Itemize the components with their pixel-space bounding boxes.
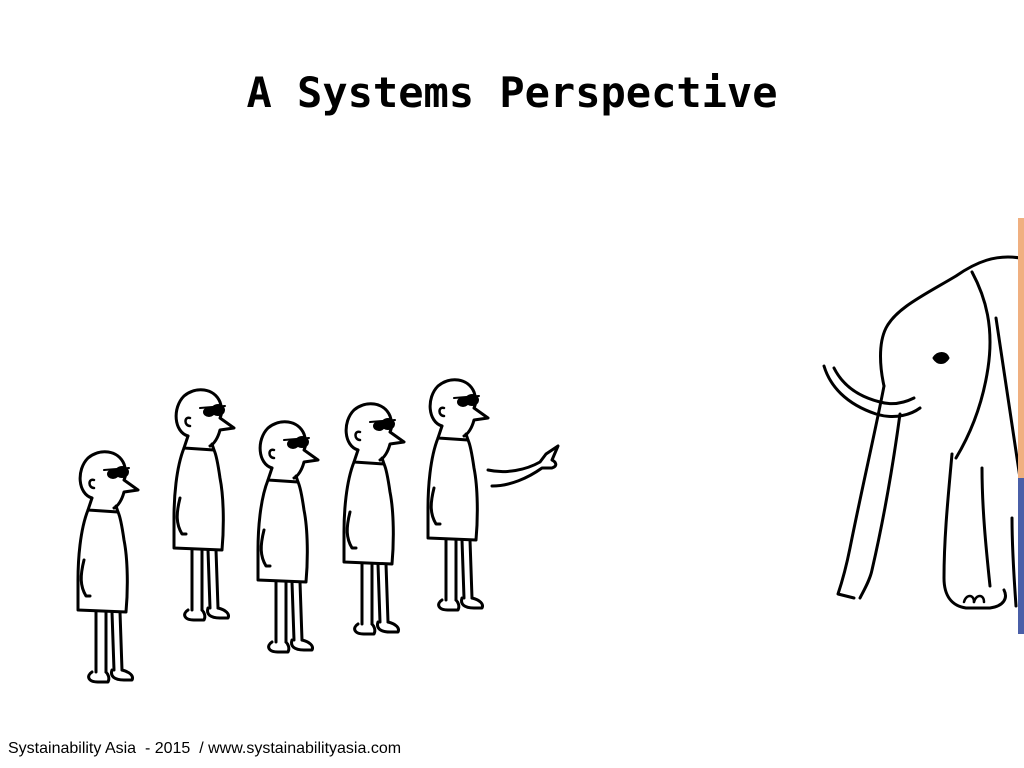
slide-title: A Systems Perspective [246,68,778,117]
blind-man-3-figure [256,420,320,654]
slide-edge-accent-top [1018,218,1024,478]
elephant-illustration [776,218,1024,634]
blind-man-5-figure [426,378,490,612]
slide-edge-accent-bottom [1018,478,1024,634]
blind-man-2-figure [172,388,236,622]
slide-footer: Systainability Asia - 2015 / www.systain… [8,740,402,757]
blind-man-1-figure [76,450,140,684]
pointing-arm [486,444,560,488]
blind-man-4-figure [342,402,406,636]
blind-men-illustration [36,350,580,710]
